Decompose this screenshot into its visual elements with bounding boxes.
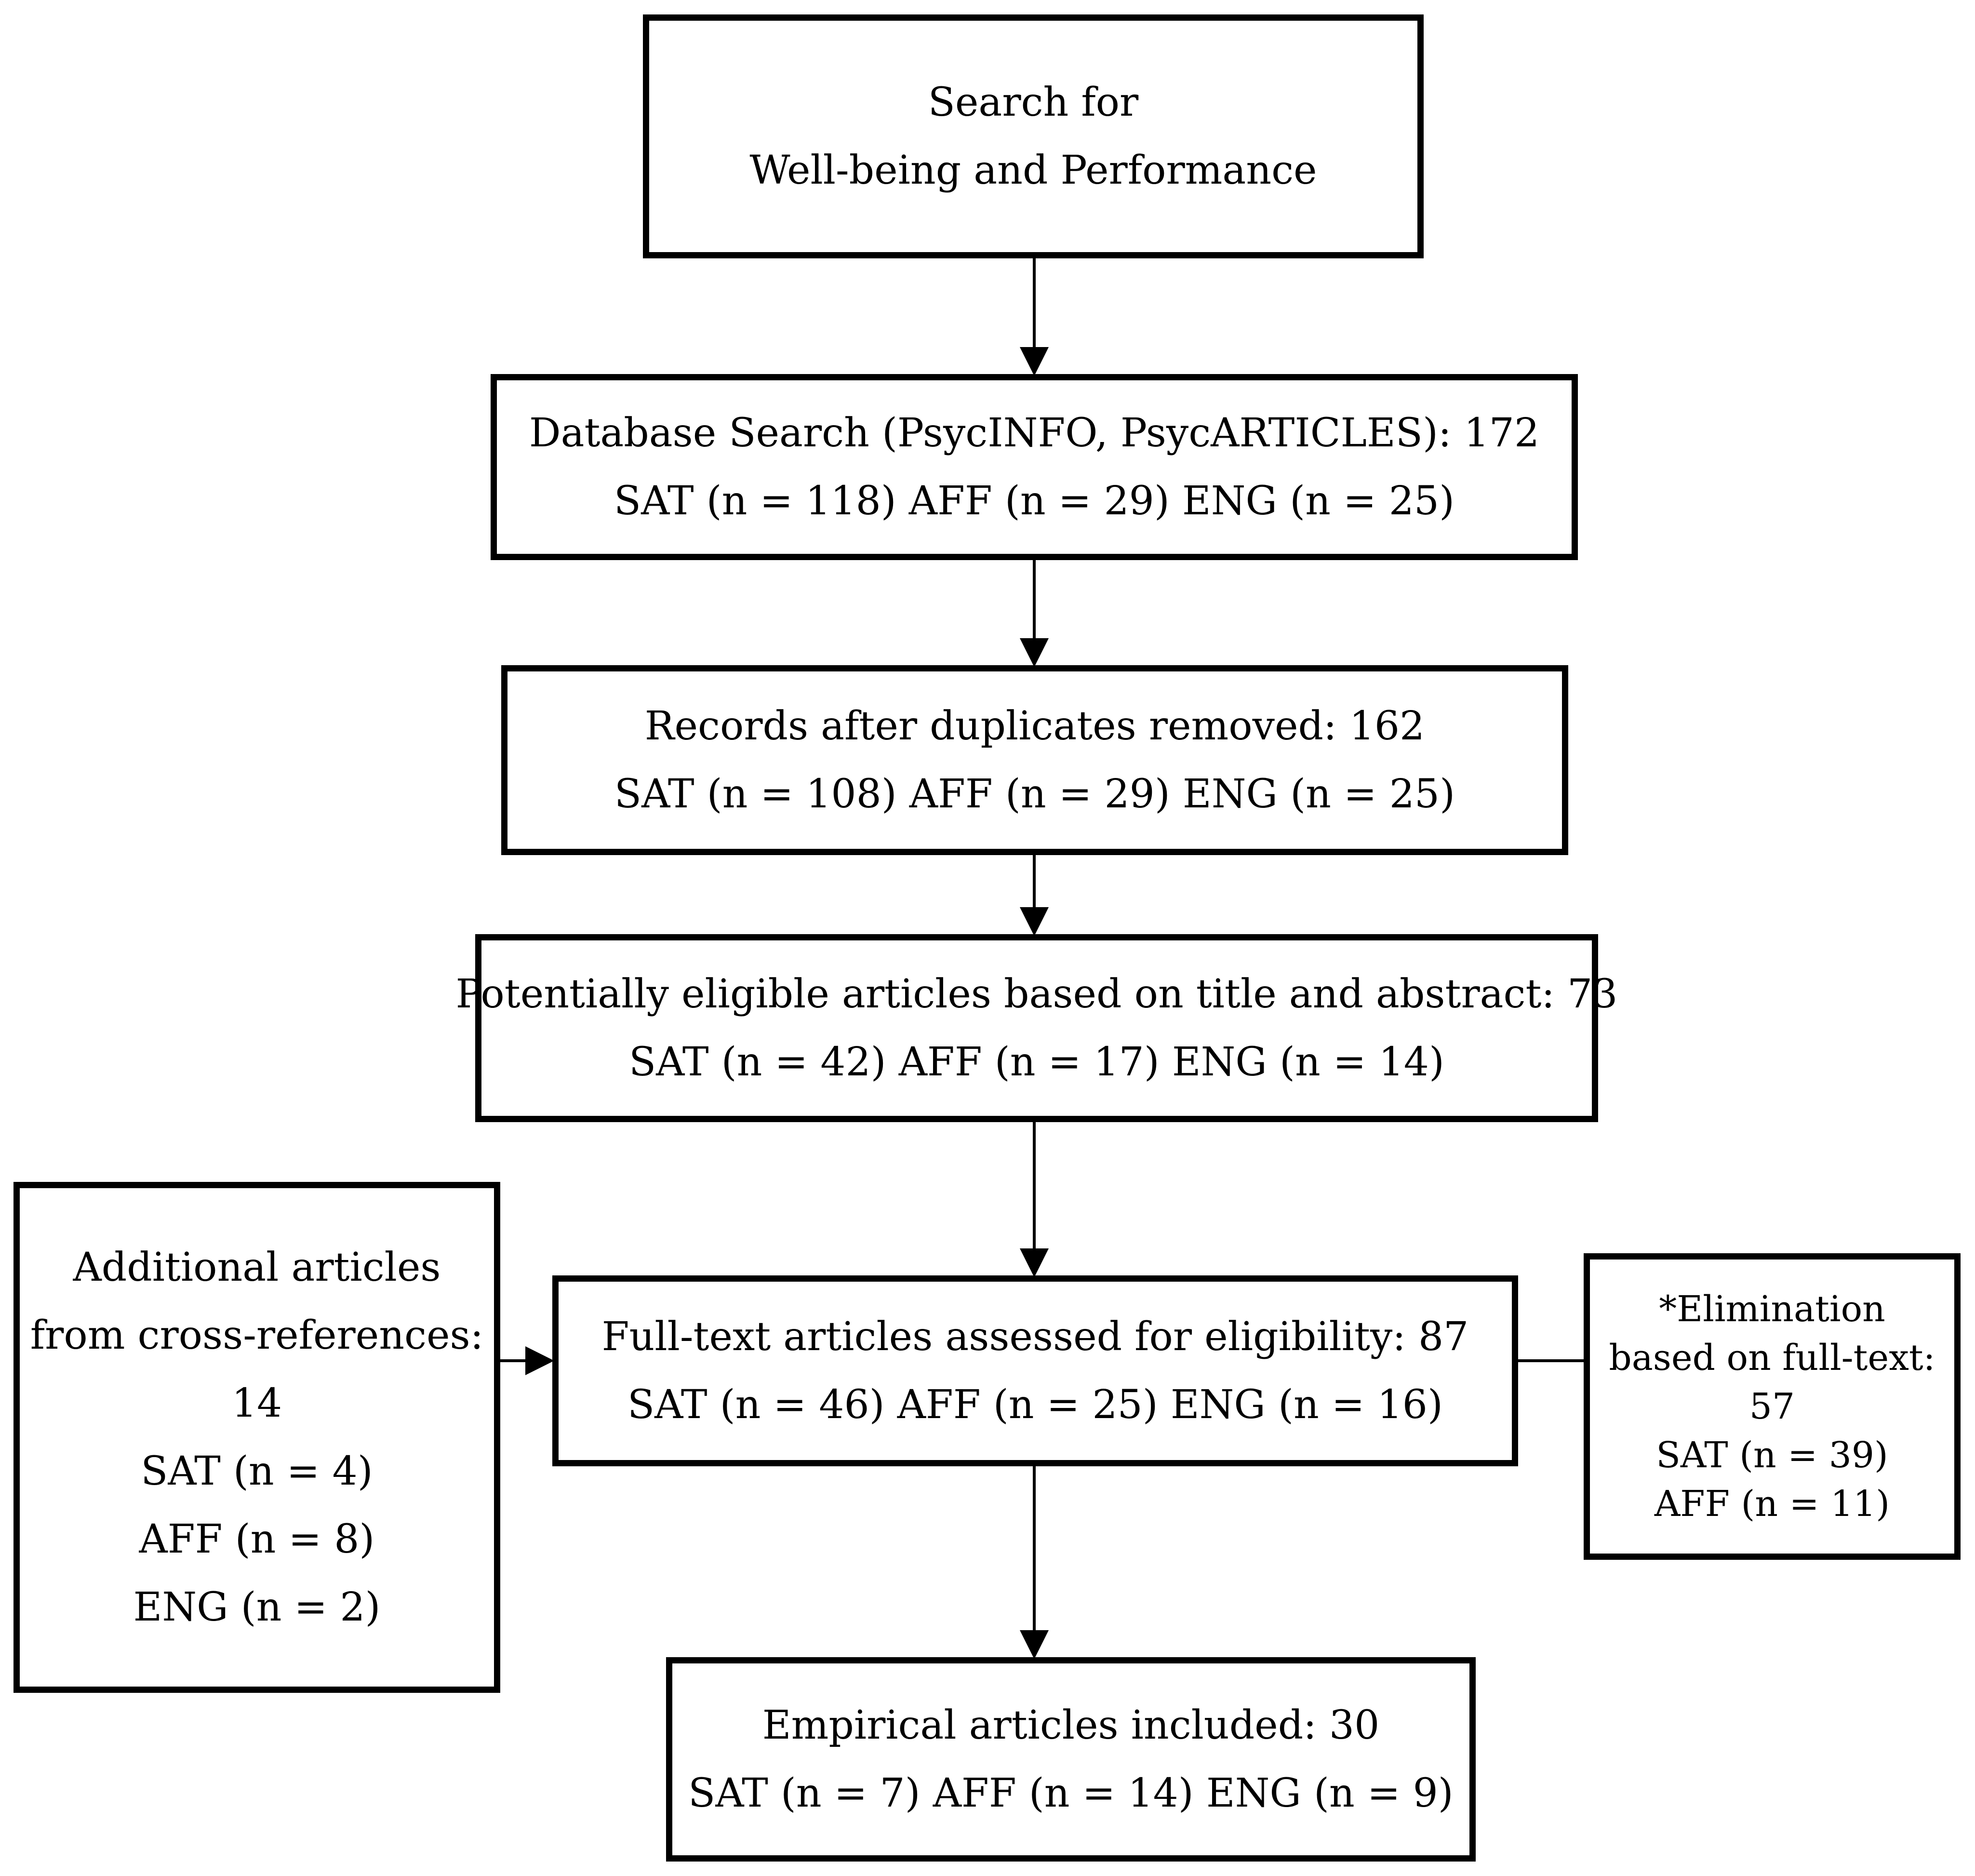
additional-heading-line1: Additional articles (73, 1245, 441, 1290)
elimination-heading-line2: based on full-text: (1609, 1337, 1935, 1379)
fulltext-breakdown: SAT (n = 46) AFF (n = 25) ENG (n = 16) (627, 1382, 1443, 1428)
search-box-subtitle: Well-being and Performance (749, 147, 1317, 193)
eligible-total: Potentially eligible articles based on t… (455, 971, 1618, 1017)
eligible-box: Potentially eligible articles based on t… (456, 934, 1617, 1122)
database-search-breakdown: SAT (n = 118) AFF (n = 29) ENG (n = 25) (614, 478, 1455, 524)
elimination-sat: SAT (n = 39) (1656, 1434, 1888, 1476)
additional-sat: SAT (n = 4) (141, 1448, 373, 1494)
elimination-aff: AFF (n = 11) (1654, 1483, 1890, 1525)
included-breakdown: SAT (n = 7) AFF (n = 14) ENG (n = 9) (688, 1770, 1454, 1816)
search-box: Search for Well-being and Performance (643, 14, 1424, 258)
search-box-title: Search for (928, 80, 1139, 125)
database-search-box: Database Search (PsycINFO, PsycARTICLES)… (491, 374, 1578, 560)
additional-heading-line2: from cross-references: (30, 1313, 484, 1358)
additional-aff: AFF (n = 8) (139, 1516, 375, 1562)
elimination-box: *Elimination based on full-text: 57 SAT … (1584, 1253, 1961, 1560)
records-total: Records after duplicates removed: 162 (644, 703, 1425, 749)
elimination-total: 57 (1749, 1385, 1795, 1427)
included-box: Empirical articles included: 30 SAT (n =… (666, 1657, 1476, 1862)
elimination-heading-line1: *Elimination (1659, 1288, 1885, 1330)
additional-eng: ENG (n = 2) (133, 1584, 381, 1630)
eligible-breakdown: SAT (n = 42) AFF (n = 17) ENG (n = 14) (629, 1039, 1444, 1085)
included-total: Empirical articles included: 30 (762, 1702, 1380, 1748)
fulltext-box: Full-text articles assessed for eligibil… (552, 1275, 1518, 1466)
records-breakdown: SAT (n = 108) AFF (n = 29) ENG (n = 25) (614, 771, 1455, 817)
database-search-total: Database Search (PsycINFO, PsycARTICLES)… (529, 410, 1540, 456)
records-box: Records after duplicates removed: 162 SA… (501, 665, 1568, 855)
fulltext-total: Full-text articles assessed for eligibil… (601, 1314, 1469, 1360)
additional-total: 14 (231, 1380, 282, 1426)
additional-articles-box: Additional articles from cross-reference… (13, 1182, 500, 1693)
